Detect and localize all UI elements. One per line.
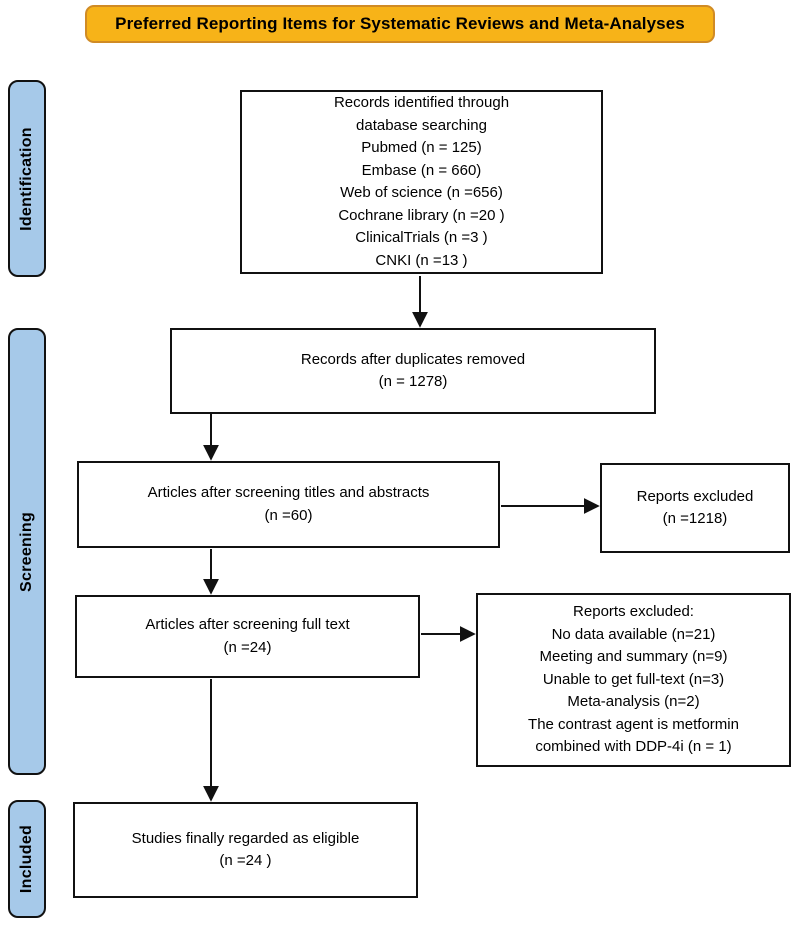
box-duplicates-removed-text: Records after duplicates removed (n = 12… (300, 350, 526, 391)
box-studies-eligible-text: Studies finally regarded as eligible (n … (131, 829, 360, 870)
page-title: Preferred Reporting Items for Systematic… (115, 14, 685, 33)
box-full-text-screening: Articles after screening full text (n =2… (75, 595, 420, 678)
box-reports-excluded-screening: Reports excluded (n =1218) (600, 463, 790, 553)
box-reports-excluded-screening-text: Reports excluded (n =1218) (636, 487, 754, 528)
box-records-identified-text: Records identified through database sear… (333, 94, 510, 269)
box-studies-eligible: Studies finally regarded as eligible (n … (73, 802, 418, 898)
box-title-abstract-screening: Articles after screening titles and abst… (77, 461, 500, 548)
stage-label-included: Included (18, 824, 35, 894)
stage-bar-included: Included (8, 800, 46, 918)
stage-label-identification: Identification (18, 126, 36, 231)
stage-label-screening: Screening (18, 511, 35, 592)
box-reports-excluded-fulltext-text: Reports excluded: No data available (n=2… (528, 603, 739, 756)
box-reports-excluded-fulltext: Reports excluded: No data available (n=2… (476, 593, 791, 767)
title-banner: Preferred Reporting Items for Systematic… (85, 5, 715, 43)
box-duplicates-removed: Records after duplicates removed (n = 12… (170, 328, 656, 414)
box-full-text-screening-text: Articles after screening full text (n =2… (145, 616, 350, 656)
stage-bar-screening: Screening (8, 328, 46, 775)
stage-bar-identification: Identification (8, 80, 46, 277)
box-records-identified: Records identified through database sear… (240, 90, 603, 274)
box-title-abstract-screening-text: Articles after screening titles and abst… (147, 484, 430, 524)
